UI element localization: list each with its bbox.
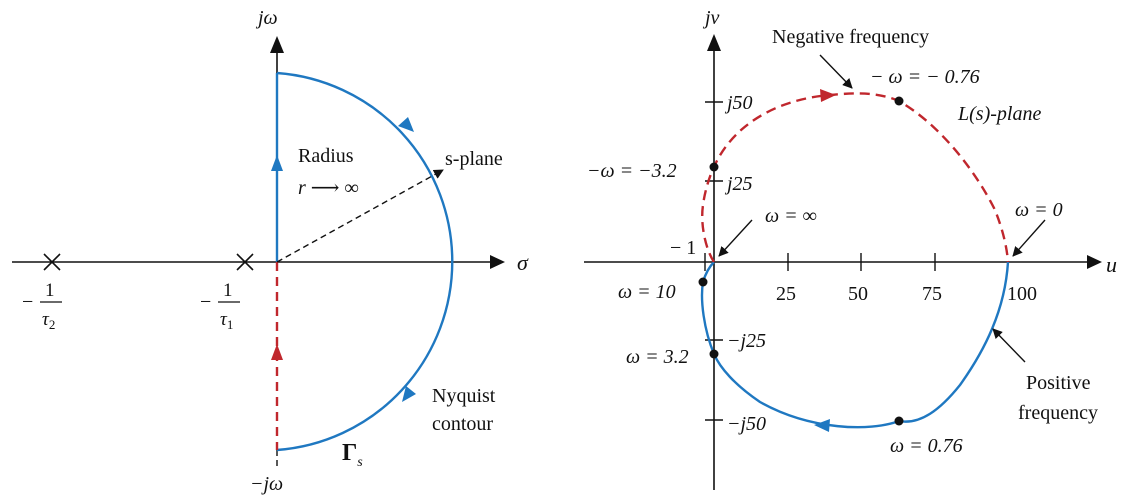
y-tick-neg-j50: −j50 <box>727 413 766 435</box>
svg-text:τ1: τ1 <box>220 309 233 332</box>
radius-arrow <box>276 169 444 263</box>
contour-arc <box>276 71 454 452</box>
w076-label: ω = 0.76 <box>890 435 963 457</box>
winf-pointer <box>718 219 753 257</box>
arrow-negative-curve <box>820 89 836 102</box>
sigma-label: σ <box>517 250 529 275</box>
gamma-s-label: Γs <box>342 440 363 470</box>
svg-text:τ2: τ2 <box>42 309 55 332</box>
contour-label: contour <box>432 413 493 435</box>
axis-ticks <box>704 101 936 421</box>
jw-label: jω <box>255 7 278 29</box>
up-arrow-red <box>271 344 283 360</box>
x-tick-50: 50 <box>848 283 868 305</box>
pole-label-tau1: − 1 τ1 <box>200 280 240 332</box>
u-label: u <box>1106 252 1117 277</box>
nw32-label: −ω = −3.2 <box>587 160 677 182</box>
y-tick-neg-j25: −j25 <box>727 330 766 352</box>
svg-text:−: − <box>200 291 211 313</box>
svg-text:−: − <box>22 291 33 313</box>
minus-one-label: − 1 <box>670 237 696 259</box>
jw-axis-arrow <box>270 36 284 53</box>
pole-2 <box>236 253 254 271</box>
positive-frequency-curve <box>700 261 1010 429</box>
s-plane-label: s-plane <box>445 148 503 170</box>
pole-1 <box>43 253 61 271</box>
x-tick-75: 75 <box>922 283 942 305</box>
positive-frequency-label-2: frequency <box>1018 402 1098 424</box>
w0-pointer <box>1012 219 1046 257</box>
y-tick-j25: j25 <box>724 173 753 195</box>
svg-text:1: 1 <box>223 280 233 301</box>
arc-arrow-top <box>398 117 414 132</box>
l-plane-label: L(s)-plane <box>957 103 1041 125</box>
s-plane-panel: jω σ −jω s-plane Radius r ⟶ ∞ Nyquist co… <box>12 7 529 495</box>
neg-freq-pointer <box>819 54 853 89</box>
radius-label: Radius <box>298 145 354 167</box>
w0-label: ω = 0 <box>1015 199 1063 221</box>
negative-frequency-label: Negative frequency <box>772 26 929 48</box>
nyquist-label: Nyquist <box>432 385 496 407</box>
arrow-positive-curve <box>814 419 830 432</box>
svg-text:1: 1 <box>45 280 55 301</box>
winf-label: ω = ∞ <box>765 205 817 227</box>
positive-frequency-label-1: Positive <box>1026 372 1091 394</box>
nw076-label: − ω = − 0.76 <box>870 66 980 88</box>
jv-axis-arrow <box>707 34 721 51</box>
x-tick-25: 25 <box>776 283 796 305</box>
sigma-axis-arrow <box>490 255 505 269</box>
u-axis-arrow <box>1087 255 1102 269</box>
x-tick-100: 100 <box>1007 283 1037 305</box>
jv-label: jv <box>702 7 720 29</box>
pole-label-tau2: − 1 τ2 <box>22 280 62 332</box>
neg-jw-label: −jω <box>250 473 283 495</box>
y-tick-j50: j50 <box>724 92 753 114</box>
frequency-points <box>698 96 904 426</box>
radius-value: r ⟶ ∞ <box>298 177 359 199</box>
arc-arrow-bottom <box>402 386 416 402</box>
w32-label: ω = 3.2 <box>626 346 689 368</box>
up-arrow-blue <box>271 155 283 171</box>
w10-label: ω = 10 <box>618 281 676 303</box>
l-plane-panel: jv u L(s)-plane 25 50 75 100 j50 j25 −j2… <box>584 7 1117 490</box>
pos-freq-pointer <box>992 328 1026 363</box>
